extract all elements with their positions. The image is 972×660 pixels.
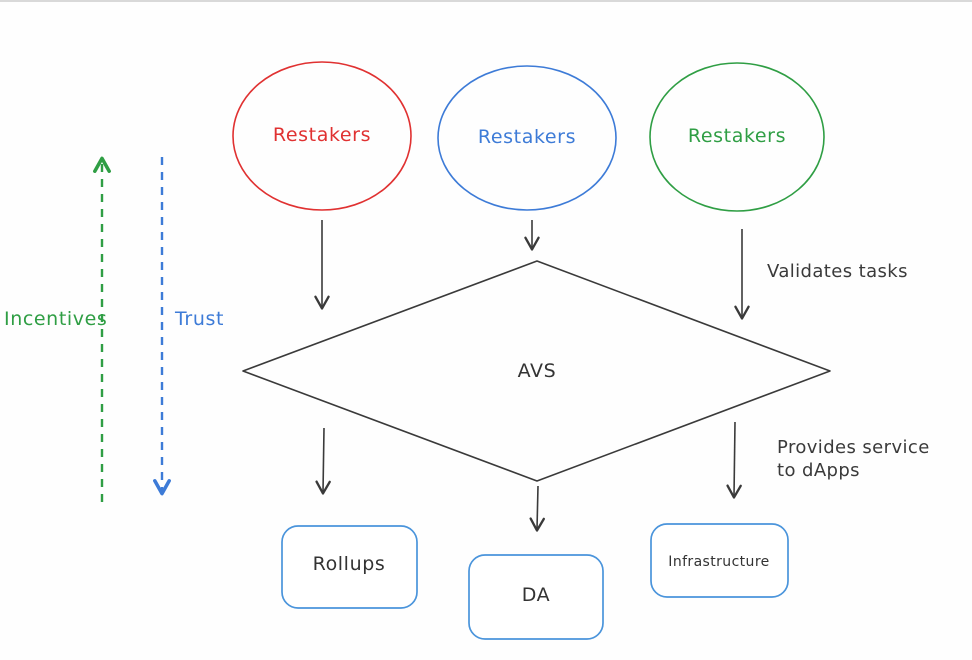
trust-axis-label: Trust [175,308,225,330]
arrow-avs-to-rollups [315,427,331,495]
arrow-avs-to-infrastructure [726,421,742,499]
provides-service-line1: Provides service [777,437,930,458]
da-label: DA [521,584,551,606]
infrastructure-box [650,523,789,598]
avs-diamond [242,260,831,482]
restakers-red-ellipse [232,61,412,211]
infrastructure-label: Infrastructure [668,554,770,570]
incentives-axis-label: Incentives [4,308,108,330]
rollups-label: Rollups [312,553,386,575]
provides-service-line2: to dApps [777,460,860,481]
rollups-box [281,525,418,609]
restakers-green-ellipse [649,62,825,212]
provides-service-annotation: Provides service to dApps [777,436,947,482]
restakers-blue-label: Restakers [477,126,577,148]
arrow-avs-to-da [529,485,546,532]
restakers-blue-ellipse [437,65,617,211]
restakers-red-label: Restakers [272,124,372,146]
avs-label: AVS [517,360,557,382]
da-box [468,554,604,640]
restakers-green-label: Restakers [687,125,787,147]
validates-tasks-annotation: Validates tasks [767,261,908,282]
